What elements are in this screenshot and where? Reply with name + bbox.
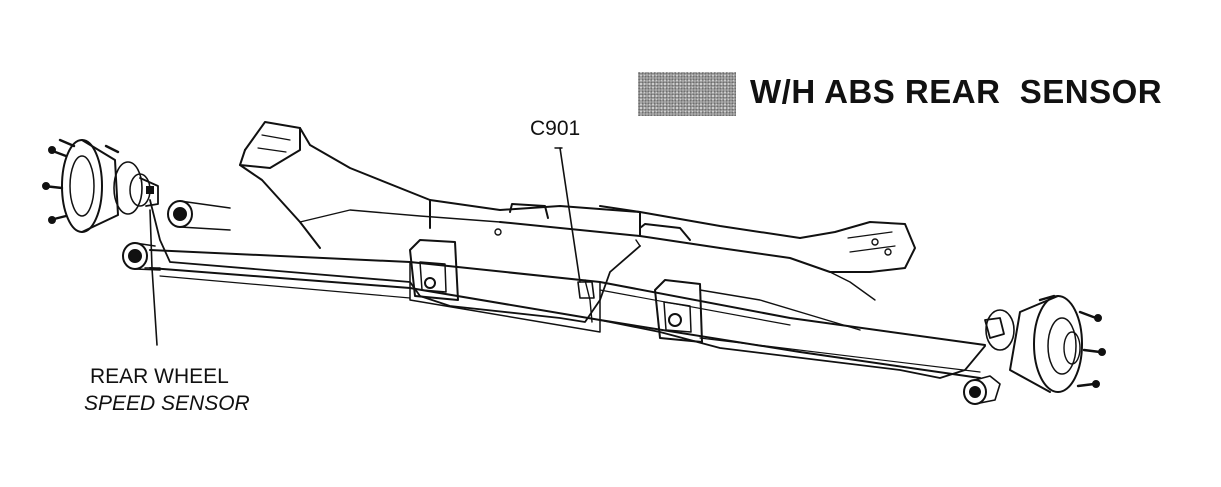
- axle-beam: [149, 249, 986, 379]
- legend-title: W/H ABS REAR SENSOR: [750, 73, 1163, 110]
- c901-label: C901: [530, 117, 581, 140]
- left-wheel-hub: [42, 138, 159, 233]
- center-brackets: [494, 203, 691, 241]
- c901-connector: [554, 147, 595, 299]
- right-wheel-hub: [984, 294, 1106, 393]
- left-bushings: [122, 200, 231, 271]
- abs-harness: [149, 199, 986, 379]
- right-bushing: [963, 375, 1001, 405]
- sensor-label-line2: SPEED SENSOR: [84, 392, 250, 415]
- legend-swatch: [638, 72, 736, 116]
- spring-seat-right: [654, 279, 703, 343]
- sensor-label-line1: REAR WHEEL: [90, 365, 229, 388]
- sensor-leader: [144, 209, 161, 346]
- cross-member: [239, 121, 916, 331]
